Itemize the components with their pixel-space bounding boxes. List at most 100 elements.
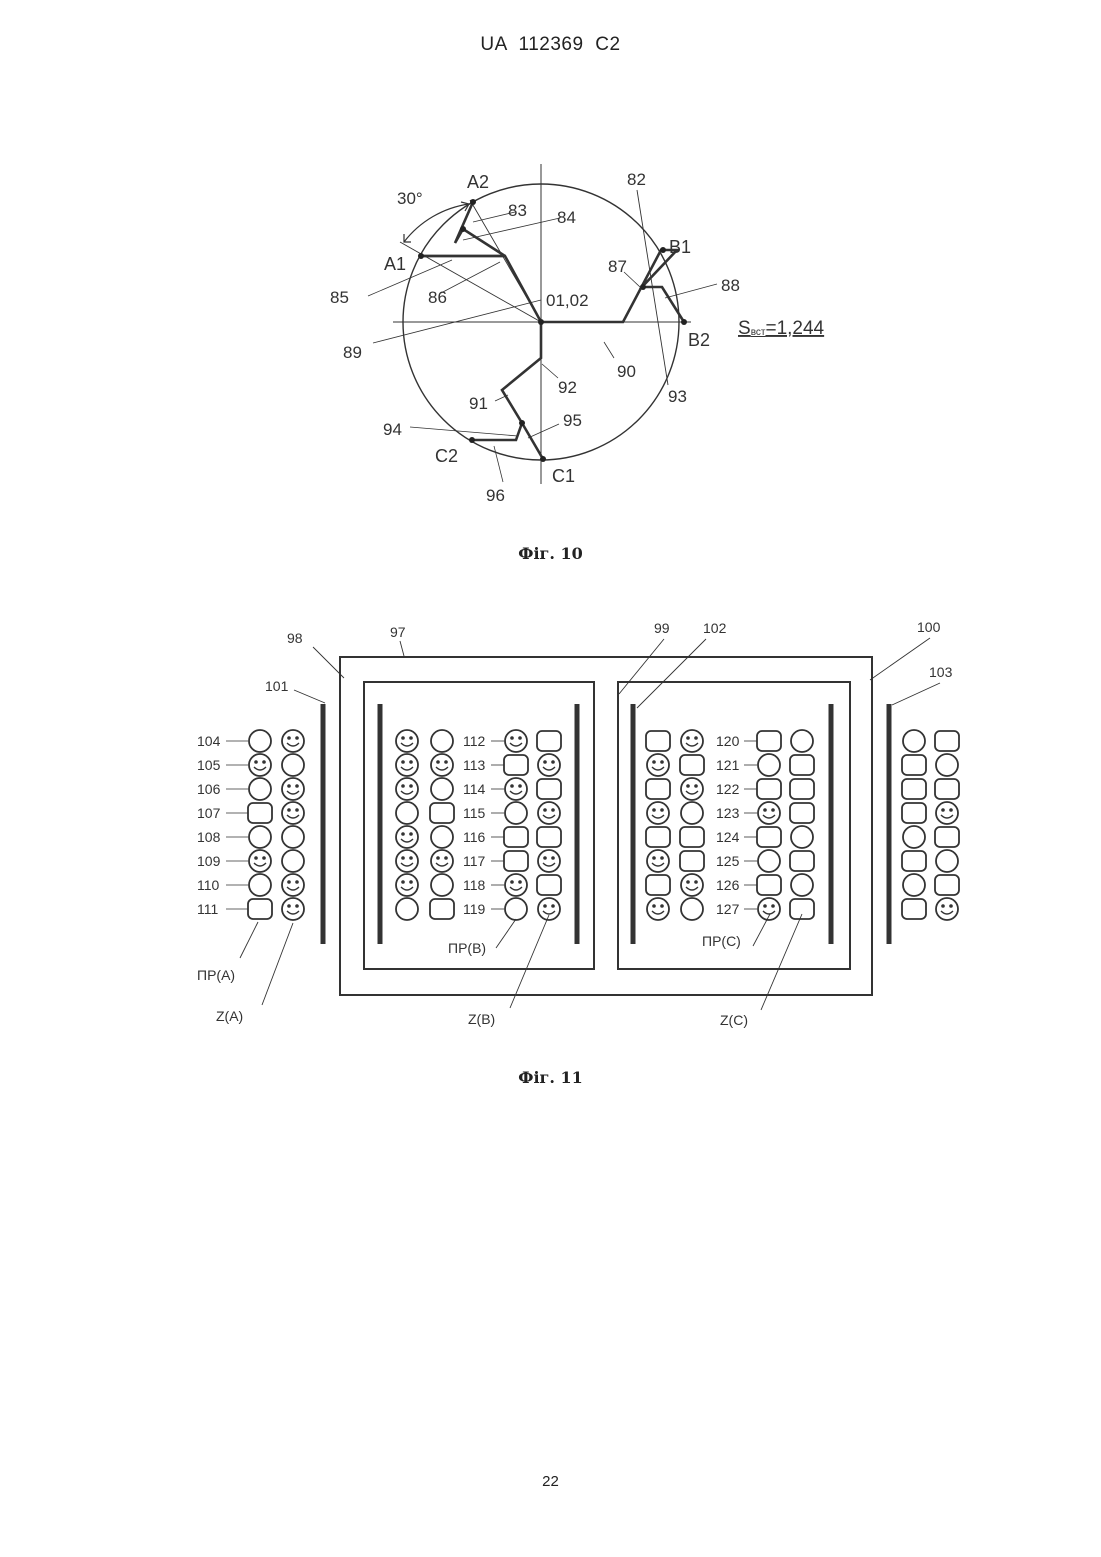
smiley-face-icon — [763, 904, 775, 914]
coil-square — [680, 827, 704, 847]
smiley-face-icon — [436, 760, 448, 770]
ref-89: 89 — [343, 343, 362, 362]
coil-circle — [431, 874, 453, 896]
coil-smiley — [431, 850, 453, 872]
angle-label: 30° — [397, 189, 423, 208]
coil-ref-124: 124 — [716, 829, 740, 845]
coil-ref-127: 127 — [716, 901, 740, 917]
coil-circle — [758, 850, 780, 872]
coil-ref-111: 111 — [197, 901, 218, 917]
smiley-face-icon — [287, 904, 299, 914]
coil-square — [646, 731, 670, 751]
ref-90: 90 — [617, 362, 636, 381]
coil-ref-120: 120 — [716, 733, 740, 749]
page-number: 22 — [0, 1473, 1101, 1490]
coil-smiley — [647, 898, 669, 920]
coil-square — [902, 779, 926, 799]
coil-ref-118: 118 — [463, 877, 486, 893]
coil-smiley — [431, 754, 453, 776]
coil-smiley — [505, 778, 527, 800]
ref-101: 101 — [265, 678, 289, 694]
coil-circle — [791, 874, 813, 896]
ref-100: 100 — [917, 619, 941, 635]
smiley-face-icon — [652, 856, 664, 866]
coil-square — [935, 875, 959, 895]
coil-circle — [791, 730, 813, 752]
coil-square — [430, 899, 454, 919]
coil-ref-119: 119 — [463, 901, 486, 917]
coil-circle — [249, 778, 271, 800]
coil-square — [902, 803, 926, 823]
smiley-face-icon — [686, 784, 698, 794]
smiley-face-icon — [543, 856, 555, 866]
smiley-face-icon — [287, 880, 299, 890]
coil-ref-122: 122 — [716, 781, 740, 797]
smiley-face-icon — [652, 808, 664, 818]
coil-circle — [431, 778, 453, 800]
coil-square — [757, 779, 781, 799]
label-z-b: Z(B) — [468, 1011, 495, 1027]
coil-ref-117: 117 — [463, 853, 486, 869]
ref-87: 87 — [608, 257, 627, 276]
smiley-face-icon — [941, 808, 953, 818]
coil-square — [537, 779, 561, 799]
coil-square — [902, 851, 926, 871]
coil-square — [537, 875, 561, 895]
coil-ref-123: 123 — [716, 805, 740, 821]
coil-circle — [396, 898, 418, 920]
coil-square — [504, 827, 528, 847]
coil-circle — [936, 850, 958, 872]
center-label: 01,02 — [546, 291, 589, 310]
smiley-face-icon — [436, 856, 448, 866]
coil-square — [680, 755, 704, 775]
coil-square — [430, 803, 454, 823]
coil-circle — [903, 730, 925, 752]
ref-88: 88 — [721, 276, 740, 295]
coil-circle — [681, 802, 703, 824]
coil-square — [902, 899, 926, 919]
ref-92: 92 — [558, 378, 577, 397]
coil-smiley — [936, 898, 958, 920]
coil-smiley — [538, 754, 560, 776]
coil-smiley — [282, 778, 304, 800]
coil-square — [537, 731, 561, 751]
coil-smiley — [282, 802, 304, 824]
coil-square — [790, 803, 814, 823]
coil-circle — [431, 826, 453, 848]
coil-ref-105: 105 — [197, 757, 221, 773]
figure-10-diagram — [368, 164, 717, 484]
coil-ref-125: 125 — [716, 853, 740, 869]
smiley-face-icon — [401, 760, 413, 770]
ref-95: 95 — [563, 411, 582, 430]
ref-86: 86 — [428, 288, 447, 307]
coil-circle — [282, 850, 304, 872]
coil-smiley — [249, 754, 271, 776]
coil-circle — [758, 754, 780, 776]
ref-82: 82 — [627, 170, 646, 189]
coil-smiley — [538, 898, 560, 920]
coil-circle — [791, 826, 813, 848]
coil-circle — [505, 802, 527, 824]
label-pr-c: ПР(С) — [702, 933, 741, 949]
smiley-face-icon — [254, 856, 266, 866]
point-C2: C2 — [435, 446, 458, 466]
s-coefficient-label: Sвст=1,244 — [738, 318, 825, 339]
coil-smiley — [282, 874, 304, 896]
label-z-c: Z(C) — [720, 1012, 748, 1028]
coil-square — [790, 851, 814, 871]
coil-square — [504, 755, 528, 775]
smiley-face-icon — [287, 808, 299, 818]
coil-circle — [282, 826, 304, 848]
coil-circle — [282, 754, 304, 776]
ref-103: 103 — [929, 664, 953, 680]
coil-square — [935, 827, 959, 847]
coil-square — [646, 779, 670, 799]
label-pr-a: ПР(А) — [197, 967, 235, 983]
point-B2: B2 — [688, 330, 710, 350]
left-coil-refs: 104105106107108109110111 — [197, 733, 248, 917]
ref-97: 97 — [390, 624, 406, 640]
coil-square — [790, 899, 814, 919]
ref-84: 84 — [557, 208, 576, 227]
smiley-face-icon — [401, 856, 413, 866]
